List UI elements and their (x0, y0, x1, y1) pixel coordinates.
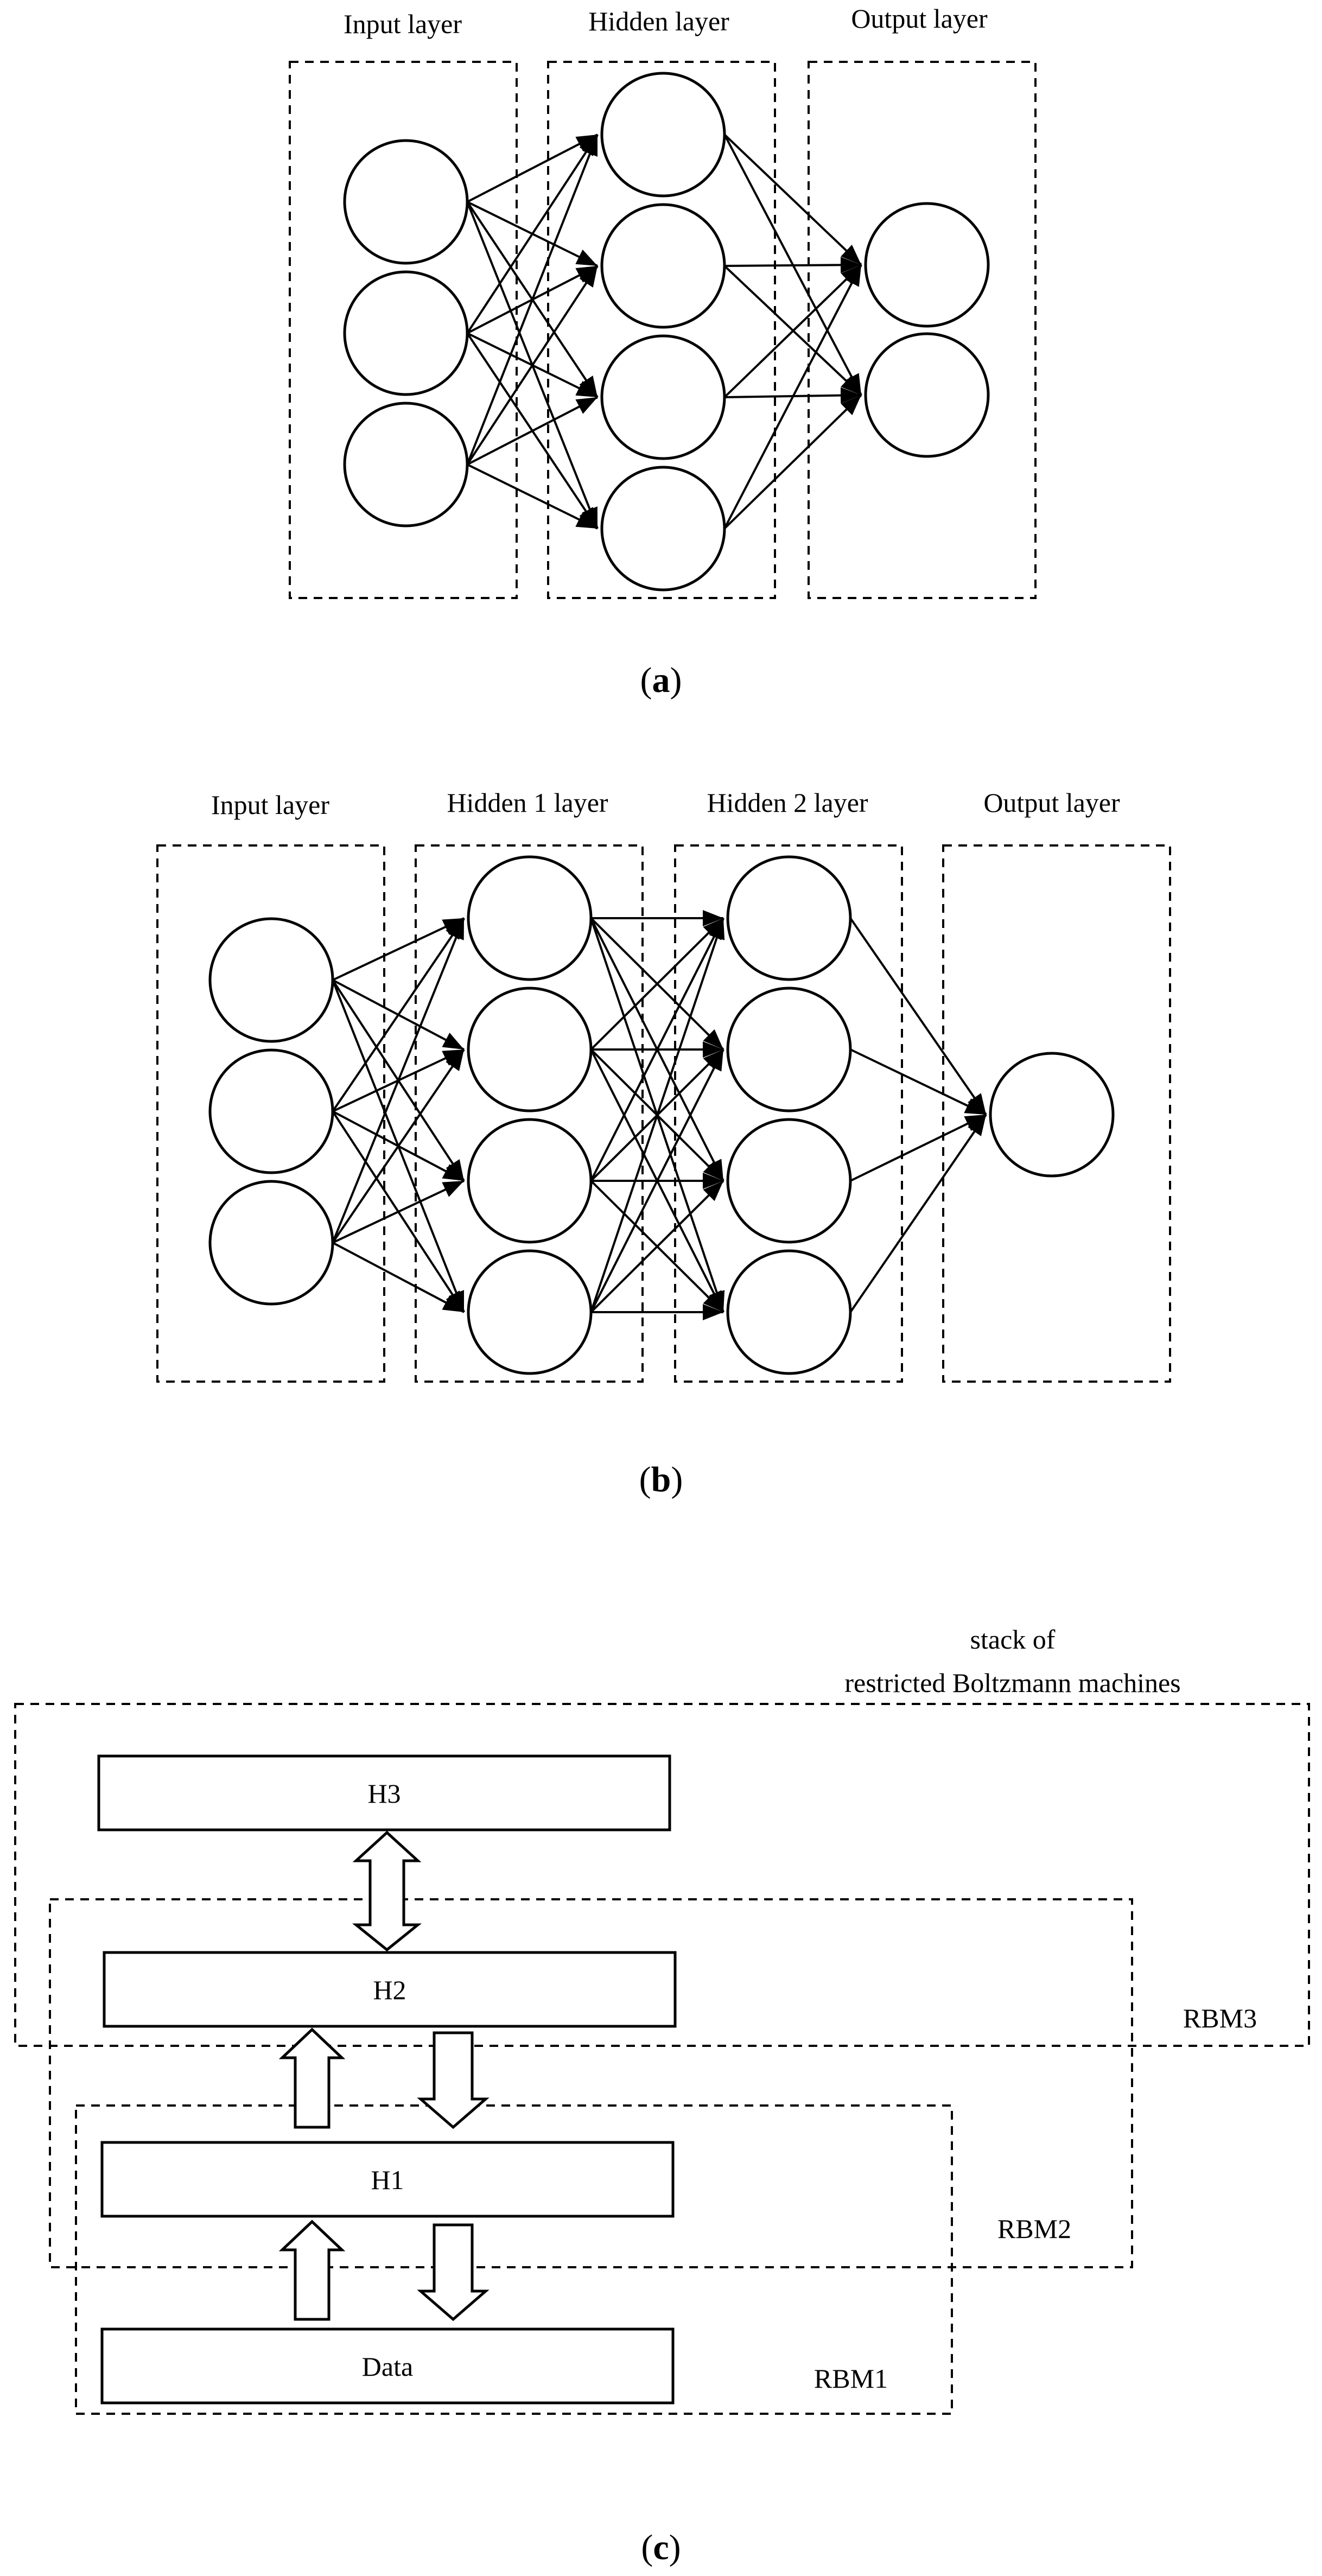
panel-a-hidden-neuron-3 (600, 334, 726, 460)
panel-b-edge-hidden13-to-hidden21 (590, 918, 724, 1181)
data-label: Data (362, 2351, 413, 2382)
panel-a-edge-input3-to-hidden3 (467, 396, 598, 466)
h2-to-h1-down-arrow (417, 2031, 490, 2129)
panel-b-hidden1-neuron-2 (467, 987, 593, 1112)
panel-b-hidden1-label: Hidden 1 layer (447, 787, 608, 818)
panel-b-edge-hidden24-to-output1 (849, 1114, 987, 1313)
panel-b-hidden1-neuron-3 (467, 1118, 593, 1244)
panel-c-caption: (c) (641, 2528, 681, 2567)
panel-b-input-neuron-1 (208, 917, 334, 1043)
panel-b-caption: (b) (639, 1460, 683, 1499)
panel-b-edge-hidden21-to-output1 (849, 917, 987, 1116)
rbm1-label: RBM1 (814, 2363, 888, 2394)
panel-b: Input layer Hidden 1 layer Hidden 2 laye… (156, 787, 1171, 1499)
panel-a-edge-input3-to-hidden4 (467, 463, 598, 530)
panel-a-output-neuron-1 (864, 202, 990, 328)
panel-a-input-neuron-2 (343, 270, 469, 396)
panel-b-edge-hidden14-to-hidden22 (590, 1049, 724, 1313)
h1-to-h2-up-arrow (278, 2027, 346, 2129)
h2-label: H2 (373, 1975, 406, 2005)
panel-b-output-box (942, 844, 1171, 1383)
rbm2-label: RBM2 (997, 2214, 1071, 2244)
panel-b-hidden1-box (415, 844, 644, 1383)
h3-label: H3 (367, 1778, 401, 1809)
panel-b-hidden2-label: Hidden 2 layer (707, 787, 868, 818)
panel-a-edge-input3-to-hidden1 (466, 134, 599, 465)
panel-a-caption: (a) (640, 660, 682, 700)
panel-b-edge-hidden14-to-hidden21 (590, 918, 725, 1313)
panel-a-input-label: Input layer (344, 9, 462, 39)
panel-a-edge-hidden3-to-output1 (723, 264, 862, 398)
panel-a-input-neuron-3 (343, 402, 469, 527)
panel-a-edge-hidden1-to-output1 (723, 133, 862, 266)
panel-b-edge-hidden14-to-hidden23 (590, 1180, 724, 1313)
h2-layer (103, 1951, 677, 2028)
panel-a-hidden-box (547, 61, 776, 599)
rbm3-label: RBM3 (1183, 2003, 1257, 2033)
panel-a-output-label: Output layer (851, 3, 988, 34)
h1-label: H1 (371, 2165, 404, 2195)
panel-b-hidden2-neuron-1 (726, 855, 852, 981)
panel-b-connections (332, 910, 987, 1320)
h3-layer (97, 1754, 671, 1831)
panel-a-edge-hidden2-to-output1 (724, 257, 862, 273)
panel-a-connections (466, 133, 862, 530)
panel-b-edge-hidden12-to-hidden21 (590, 917, 724, 1051)
panel-a-output-neuron-2 (864, 332, 990, 458)
panel-a-neurons (343, 72, 990, 591)
panel-a-edge-input3-to-hidden2 (466, 265, 599, 466)
panel-b-edge-input3-to-hidden11 (332, 918, 465, 1243)
panel-b-input-neuron-3 (208, 1180, 334, 1306)
panel-b-edge-input3-to-hidden14 (332, 1242, 465, 1313)
panel-b-hidden1-neuron-4 (467, 1249, 593, 1375)
panel-b-edge-hidden22-to-output1 (850, 1048, 987, 1116)
panel-b-hidden2-box (674, 844, 903, 1383)
panel-a-hidden-neuron-1 (600, 72, 726, 198)
data-to-h1-up-arrow (278, 2219, 346, 2321)
panel-a-output-box (808, 61, 1037, 599)
panel-b-edge-hidden23-to-output1 (850, 1114, 987, 1182)
panel-b-input-neuron-2 (208, 1048, 334, 1174)
panel-a-input-box (289, 61, 518, 599)
panel-b-hidden1-neuron-1 (467, 855, 593, 981)
panel-a-edge-hidden4-to-output1 (723, 264, 862, 529)
panel-b-neurons (208, 855, 1115, 1375)
panel-b-input-label: Input layer (211, 790, 329, 820)
rbm2-box (49, 1898, 1133, 2268)
h1-layer (100, 2141, 675, 2218)
panel-b-output-neuron-1 (989, 1052, 1115, 1178)
panel-a-hidden-neuron-2 (600, 203, 726, 329)
data-layer (100, 2327, 675, 2405)
panel-c: stack of restricted Boltzmann machines H… (14, 1624, 1310, 2567)
panel-b-edge-input1-to-hidden11 (332, 917, 465, 981)
panel-a: Input layer Hidden layer Output layer (a… (289, 3, 1037, 700)
h1-to-data-down-arrow (417, 2223, 490, 2321)
panel-b-output-label: Output layer (983, 787, 1120, 818)
panel-a-input-neuron-1 (343, 139, 469, 265)
panel-b-hidden2-neuron-4 (726, 1249, 852, 1375)
panel-b-hidden2-neuron-3 (726, 1118, 852, 1244)
panel-b-edge-input3-to-hidden13 (332, 1180, 465, 1244)
panel-a-edge-input1-to-hidden1 (467, 133, 598, 203)
panel-b-edge-input2-to-hidden11 (332, 917, 465, 1112)
panel-c-title-line2: restricted Boltzmann machines (844, 1668, 1180, 1698)
panel-a-edge-input2-to-hidden1 (466, 133, 599, 334)
panel-a-hidden-neuron-4 (600, 466, 726, 591)
rbm3-box (14, 1703, 1310, 2047)
h3-h2-double-arrow (352, 1830, 422, 1952)
panel-a-hidden-label: Hidden layer (588, 6, 729, 36)
panel-b-edge-input3-to-hidden12 (332, 1048, 465, 1244)
panel-a-edge-hidden4-to-output2 (723, 394, 862, 530)
panel-b-hidden2-neuron-2 (726, 987, 852, 1112)
panel-c-title-line1: stack of (970, 1624, 1056, 1655)
